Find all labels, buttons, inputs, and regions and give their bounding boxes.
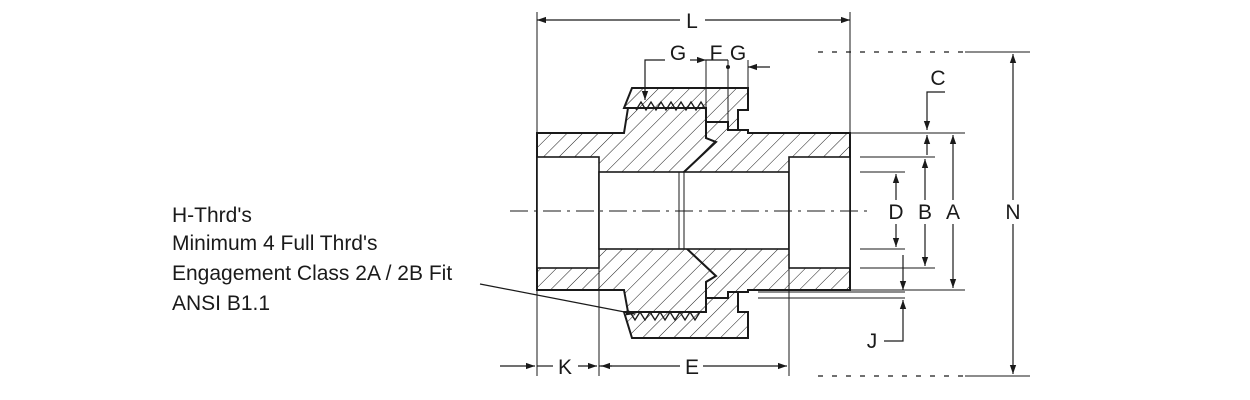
right-socket-bore <box>788 156 851 269</box>
dimension-N: N <box>1005 54 1021 374</box>
label-E: E <box>685 356 699 379</box>
dimension-J: J <box>867 255 907 353</box>
left-socket-bore <box>536 156 600 269</box>
note-line-2: Minimum 4 Full Thrd's <box>172 232 378 255</box>
label-G-right: G <box>730 42 746 65</box>
label-G-left: G <box>670 42 686 65</box>
dimension-D: D <box>888 174 904 247</box>
label-A: A <box>946 201 960 224</box>
note-line-3: Engagement Class 2A / 2B Fit <box>172 262 452 285</box>
thread-top <box>635 100 707 112</box>
dimension-B: B <box>918 159 932 266</box>
union-nut-lower <box>622 291 749 339</box>
fitting-body <box>536 87 851 339</box>
note-leader <box>479 283 636 316</box>
extension-lines <box>536 12 965 376</box>
dimension-L: L <box>537 10 850 33</box>
label-B: B <box>918 201 932 224</box>
note-line-4: ANSI B1.1 <box>172 292 270 315</box>
label-K: K <box>558 356 572 379</box>
dimension-K: K <box>500 356 612 379</box>
dimension-C: C <box>923 67 946 155</box>
label-D: D <box>888 201 903 224</box>
thread-bottom <box>629 310 701 322</box>
dimension-GFG: G F G <box>641 42 770 100</box>
flow-bore <box>598 171 790 250</box>
label-C: C <box>930 67 945 90</box>
dimension-E: E <box>601 356 787 379</box>
thread-note: H-Thrd's Minimum 4 Full Thrd's Engagemen… <box>172 204 452 315</box>
label-N: N <box>1005 201 1020 224</box>
label-L: L <box>686 10 698 33</box>
dimension-A: A <box>946 135 960 288</box>
label-F: F <box>710 42 723 65</box>
note-line-1: H-Thrd's <box>172 204 252 227</box>
label-J: J <box>867 330 878 353</box>
